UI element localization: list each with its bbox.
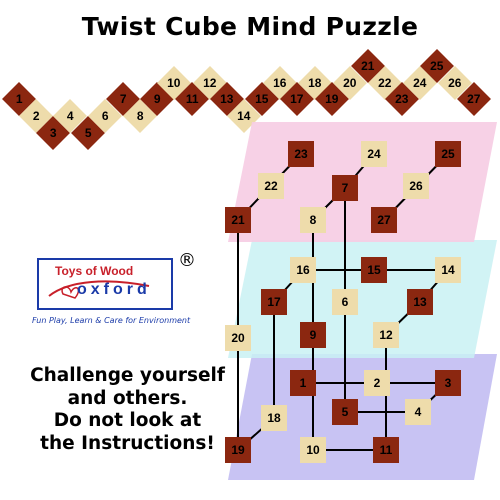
middle-layer-cube: 16 [290,257,316,283]
bottom-layer-cube: 10 [300,437,326,463]
top-layer-cube: 23 [288,141,314,167]
bottom-layer-cube: 18 [261,405,287,431]
logo-frame: Toys of Wood oxford [37,258,173,310]
middle-layer-cube: 13 [407,289,433,315]
middle-layer-cube: 6 [332,289,358,315]
challenge-line: and others. [67,387,188,409]
logo-artwork: Toys of Wood oxford [48,264,151,299]
registered-mark: ® [178,250,196,271]
logo-tagline: Fun Play, Learn & Care for Environment [32,316,191,325]
challenge-line: Challenge yourself [30,365,225,386]
page-title: Twist Cube Mind Puzzle [81,12,419,41]
middle-layer-cube: 20 [225,325,251,351]
bottom-layer-cube: 4 [405,399,431,425]
top-layer-cube: 26 [403,173,429,199]
challenge-line: Do not look at [53,410,202,431]
bottom-layer-cube: 2 [364,370,390,396]
bottom-layer-cube: 3 [435,370,461,396]
middle-layer-cube: 14 [435,257,461,283]
middle-layer-cube: 12 [373,322,399,348]
middle-layer-cube: 15 [361,257,387,283]
svg-text:Toys of Wood: Toys of Wood [55,264,133,278]
svg-text:oxford: oxford [77,281,151,298]
bottom-layer-cube: 11 [373,437,399,463]
top-layer-cube: 21 [225,207,251,233]
bottom-layer-cube: 19 [225,437,251,463]
challenge-message: Challenge yourself and others. Do not lo… [0,365,255,455]
top-layer-cube: 8 [300,207,326,233]
top-layer-cube: 24 [361,141,387,167]
brand-logo: Toys of Wood oxford Fun Play, Learn & Ca… [32,258,190,336]
top-layer-cube: 22 [258,173,284,199]
top-layer-cube: 25 [435,141,461,167]
middle-layer-cube: 17 [261,289,287,315]
top-layer-cube: 7 [332,175,358,201]
bottom-layer-cube: 5 [332,399,358,425]
middle-layer-cube: 9 [300,322,326,348]
bottom-layer-cube: 1 [290,370,316,396]
top-layer-cube: 27 [371,207,397,233]
challenge-line: the Instructions! [40,432,215,454]
